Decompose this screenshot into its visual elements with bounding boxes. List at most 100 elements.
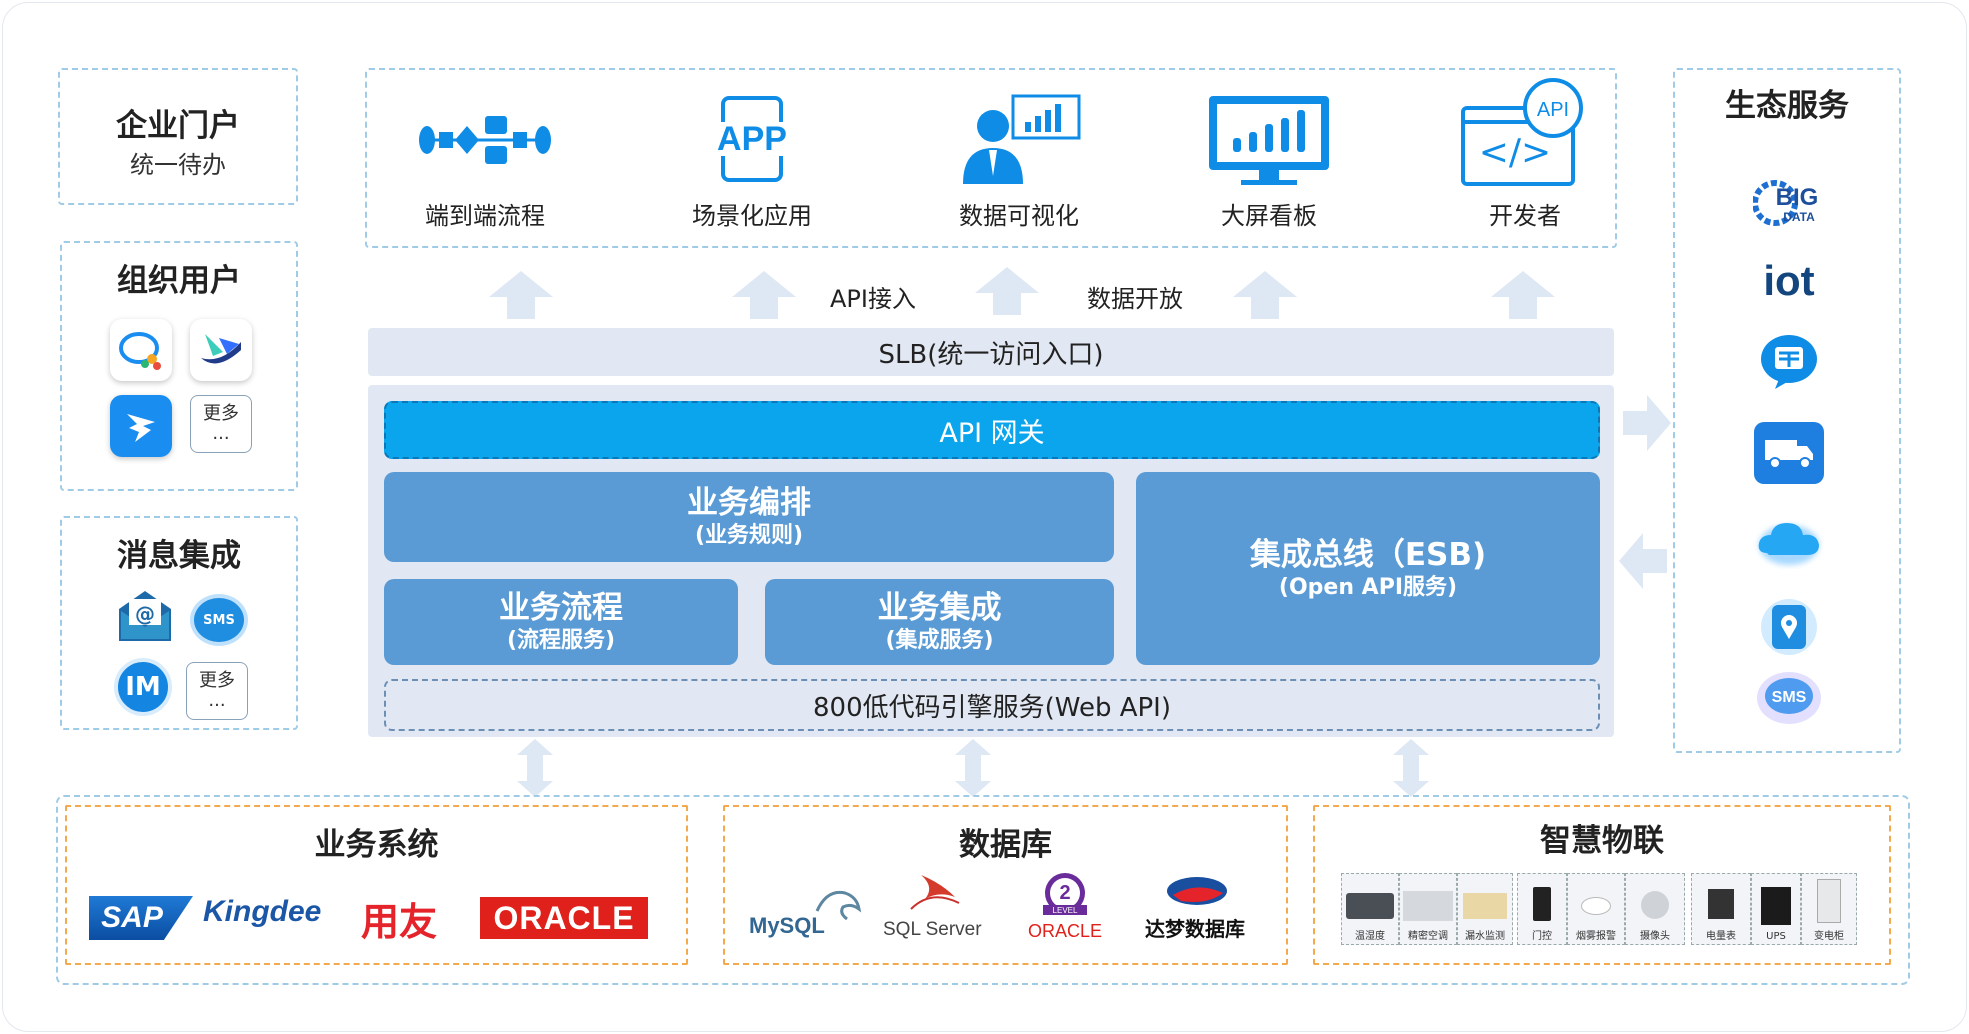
developer-code-glyph: </> bbox=[1479, 132, 1551, 173]
device-smoke-alarm-label: 烟雾报警 bbox=[1576, 931, 1616, 942]
app-label-scenario: 场景化应用 bbox=[692, 202, 812, 230]
up-arrow-3 bbox=[975, 267, 1039, 315]
device-leak-monitor: 漏水监测 bbox=[1457, 873, 1513, 945]
up-arrow-2 bbox=[732, 271, 796, 319]
api-access-label: API接入 bbox=[830, 285, 916, 313]
slb-label: SLB(统一访问入口) bbox=[878, 339, 1104, 370]
app-label-end-to-end: 端到端流程 bbox=[425, 202, 545, 230]
device-ups: UPS bbox=[1751, 873, 1801, 945]
message-more-label: 更多 bbox=[199, 670, 235, 691]
data-sources-box bbox=[56, 795, 1910, 985]
org-more-dots: ... bbox=[212, 423, 230, 444]
message-integration-title: 消息集成 bbox=[117, 538, 241, 574]
up-arrow-1 bbox=[489, 271, 553, 319]
device-temp-humidity: 温湿度 bbox=[1341, 873, 1399, 945]
smart-iot-box: 智慧物联 bbox=[1313, 805, 1891, 965]
kingdee-logo: Kingdee bbox=[203, 895, 343, 939]
developer-icon: </>API bbox=[1457, 78, 1587, 188]
data-visualization-icon bbox=[955, 92, 1085, 186]
kingdee-logo-text: Kingdee bbox=[203, 895, 322, 928]
message-integration-box: 消息集成 @ SMS IM 更多 ... bbox=[60, 516, 298, 730]
sap-logo-text: SAP bbox=[101, 901, 163, 934]
dashboard-screen-icon bbox=[1205, 94, 1333, 186]
org-users-box: 组织用户 更多 ... bbox=[60, 241, 298, 491]
dameng-logo-text: 达梦数据库 bbox=[1145, 917, 1245, 941]
updown-arrow-2 bbox=[953, 739, 993, 797]
yonyou-logo-text: 用友 bbox=[361, 900, 438, 944]
big-data-data: DATA bbox=[1783, 210, 1815, 224]
org-more-button[interactable]: 更多 ... bbox=[190, 395, 252, 453]
esb-subtitle: (Open API服务) bbox=[1278, 574, 1458, 600]
cloud-icon bbox=[1753, 511, 1825, 575]
business-orchestration-title: 业务编排 bbox=[687, 485, 811, 521]
feishu-icon bbox=[190, 319, 252, 381]
device-power-meter-label: 电量表 bbox=[1706, 931, 1736, 942]
api-gateway-label: API 网关 bbox=[939, 417, 1045, 449]
iot-icon-label: iot bbox=[1763, 257, 1815, 304]
esb-title: 集成总线（ESB) bbox=[1249, 536, 1487, 573]
business-integration-block: 业务集成 (集成服务) bbox=[765, 579, 1114, 665]
low-code-engine-label: 800低代码引擎服务(Web API) bbox=[813, 692, 1171, 723]
dingtalk-icon bbox=[110, 395, 172, 457]
location-icon bbox=[1753, 595, 1825, 659]
sms-icon: SMS bbox=[1753, 667, 1825, 731]
business-orchestration-subtitle: (业务规则) bbox=[694, 523, 804, 548]
right-arrow bbox=[1623, 395, 1671, 451]
business-orchestration-block: 业务编排 (业务规则) bbox=[384, 472, 1114, 562]
sms-bubble-icon: SMS bbox=[190, 594, 248, 646]
sms-bubble-label: SMS bbox=[203, 612, 235, 628]
business-process-subtitle: (流程服务) bbox=[506, 628, 616, 653]
flow-icon bbox=[415, 100, 555, 180]
device-leak-monitor-label: 漏水监测 bbox=[1465, 931, 1505, 942]
mysql-logo: MySQL bbox=[747, 883, 871, 939]
oracle-level2-text: LEVEL bbox=[1053, 906, 1078, 915]
business-systems-box: 业务系统 bbox=[65, 805, 688, 965]
invoice-chat-icon bbox=[1753, 329, 1825, 393]
iot-icon: iot bbox=[1753, 249, 1825, 313]
device-door-control: 门控 bbox=[1517, 873, 1567, 945]
app-label-developer: 开发者 bbox=[1489, 202, 1561, 230]
business-integration-subtitle: (集成服务) bbox=[885, 628, 994, 653]
business-systems-title: 业务系统 bbox=[314, 827, 439, 863]
device-camera: 摄像头 bbox=[1625, 873, 1685, 945]
device-door-control-label: 门控 bbox=[1532, 931, 1552, 942]
low-code-engine-bar: 800低代码引擎服务(Web API) bbox=[384, 679, 1600, 731]
applications-box: 端到端流程 APP 场景化应用 数据可视化 大屏看板 </>API 开发者 bbox=[365, 68, 1617, 248]
ecosystem-title: 生态服务 bbox=[1725, 88, 1849, 124]
business-integration-title: 业务集成 bbox=[877, 590, 1002, 626]
core-platform-panel: API 网关 业务编排 (业务规则) 业务流程 (流程服务) 业务集成 (集成服… bbox=[368, 385, 1614, 737]
oracle-level2-num: 2 bbox=[1059, 882, 1070, 904]
sap-logo: SAP bbox=[89, 896, 193, 940]
device-power-meter: 电量表 bbox=[1691, 873, 1751, 945]
api-gateway-bar: API 网关 bbox=[384, 401, 1600, 459]
message-more-dots: ... bbox=[208, 690, 226, 711]
slb-bar: SLB(统一访问入口) bbox=[368, 328, 1614, 376]
dameng-logo: 达梦数据库 bbox=[1137, 871, 1269, 943]
im-icon-label: IM bbox=[125, 672, 161, 702]
updown-arrow-1 bbox=[515, 739, 555, 797]
org-more-label: 更多 bbox=[203, 403, 239, 424]
business-process-title: 业务流程 bbox=[499, 590, 623, 626]
device-substation-cabinet: 变电柜 bbox=[1801, 873, 1857, 945]
app-label-data-visualization: 数据可视化 bbox=[959, 202, 1079, 230]
yonyou-logo: 用友 bbox=[361, 891, 461, 944]
enterprise-portal-subtitle: 统一待办 bbox=[130, 151, 226, 179]
database-title: 数据库 bbox=[959, 827, 1052, 863]
device-precision-ac: 精密空调 bbox=[1399, 873, 1457, 945]
oracle-logo-text: ORACLE bbox=[493, 899, 635, 936]
enterprise-portal-box: 企业门户 统一待办 bbox=[58, 68, 298, 205]
oracle-logo: ORACLE bbox=[480, 897, 648, 939]
device-precision-ac-label: 精密空调 bbox=[1408, 931, 1448, 942]
logistics-truck-icon bbox=[1753, 421, 1825, 485]
updown-arrow-3 bbox=[1391, 739, 1431, 797]
email-icon: @ bbox=[114, 588, 176, 644]
dingtalk-chat-icon bbox=[110, 319, 172, 381]
up-arrow-4 bbox=[1233, 271, 1297, 319]
message-more-button[interactable]: 更多 ... bbox=[186, 662, 248, 720]
oracle-db-logo-text: ORACLE bbox=[1028, 921, 1102, 941]
left-arrow bbox=[1619, 533, 1667, 589]
app-icon: APP bbox=[707, 94, 797, 184]
sqlserver-logo-text: SQL Server bbox=[883, 919, 982, 940]
